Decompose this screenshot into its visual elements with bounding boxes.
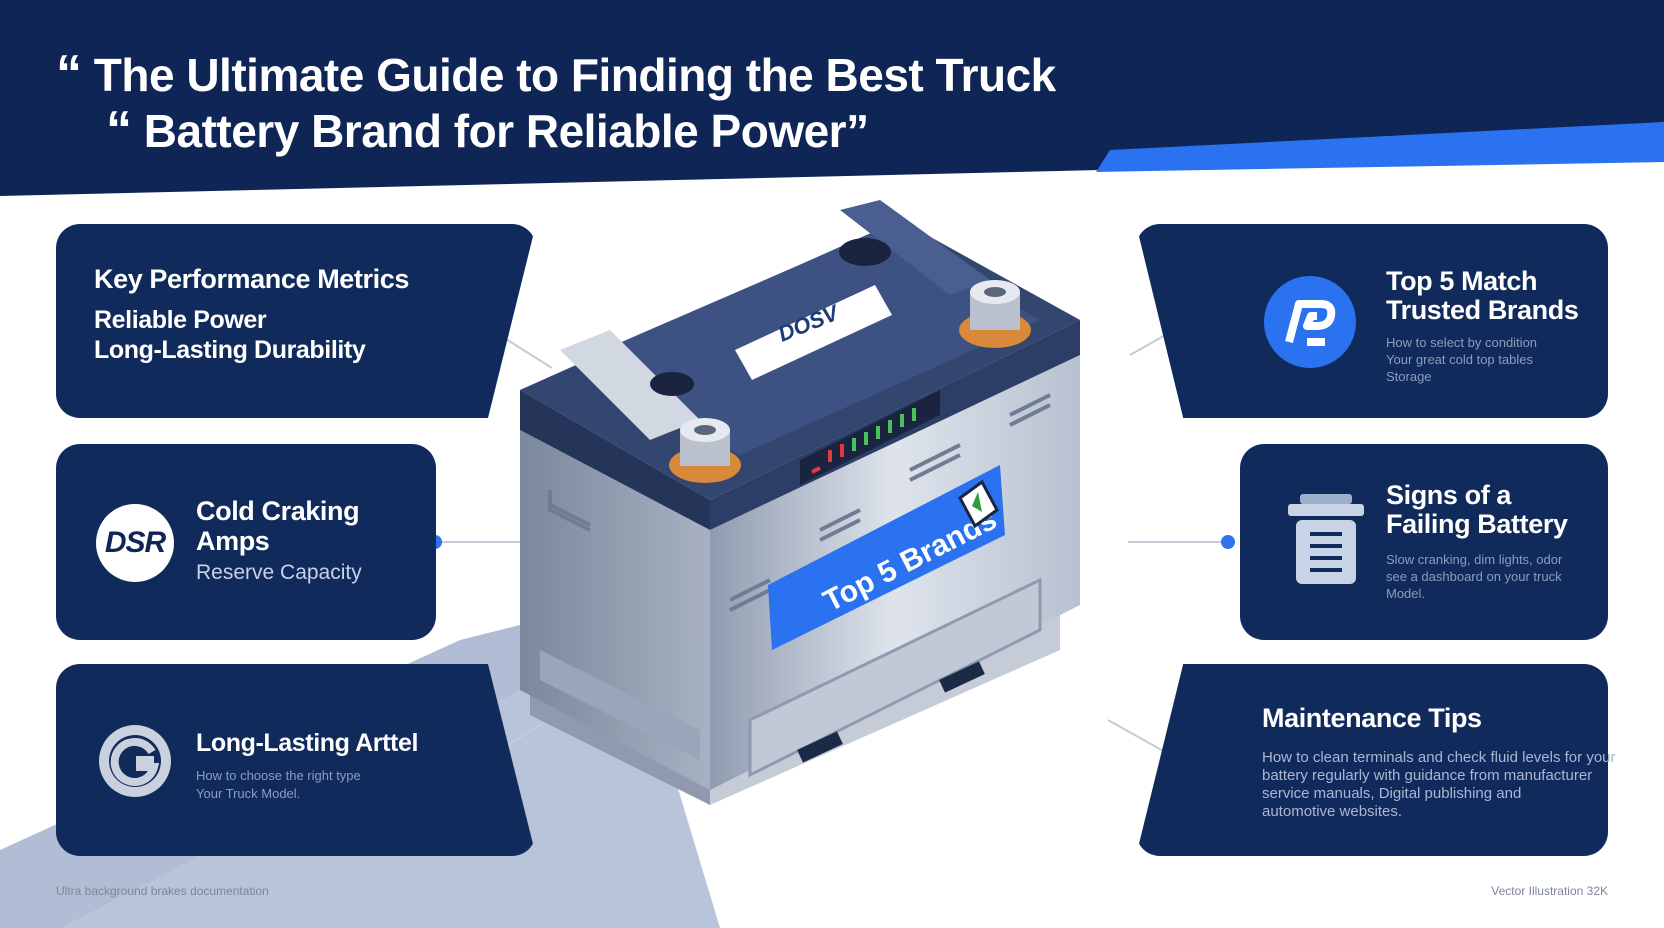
battery-document-icon [1288,494,1364,584]
card-description: Model. [1386,586,1426,601]
open-quote: “ [106,101,132,159]
card-subtitle: Reserve Capacity [196,561,362,584]
open-quote: “ [56,45,82,103]
card-description: How to clean terminals and check fluid l… [1262,749,1616,766]
card-description: Slow cranking, dim lights, odor [1386,552,1563,567]
card-top-5-brands [1136,224,1608,418]
card-line: Long-Lasting Durability [94,336,366,364]
title-text-1: The Ultimate Guide to Finding the Best T… [93,49,1056,101]
card-line: Reliable Power [94,306,267,334]
footer-right-text: Vector Illustration 32K [1491,884,1608,898]
page-title-line-2: “ Battery Brand for Reliable Power” [106,104,869,156]
cycle-logo-icon [99,725,171,797]
logo-text: DSR [104,526,166,559]
card-heading: Trusted Brands [1386,295,1579,325]
card-description: How to select by condition [1386,335,1538,350]
card-heading: Signs of a [1386,480,1512,510]
card-description: battery regularly with guidance from man… [1262,767,1593,784]
card-description: Your great cold top tables [1386,352,1533,367]
card-heading: Maintenance Tips [1262,703,1482,733]
card-key-performance-metrics [56,224,536,418]
card-description: see a dashboard on your truck [1386,569,1562,584]
card-description: Storage [1386,369,1432,384]
card-heading: Long-Lasting Arttel [196,729,419,757]
card-description: How to choose the right type [196,768,361,783]
card-heading: Failing Battery [1386,509,1568,539]
dsr-logo-icon: DSR [96,504,174,582]
battery-illustration: DOSV Top 5 Brands [520,200,1080,805]
title-text-2: Battery Brand for Reliable Power” [143,105,869,157]
card-description: automotive websites. [1262,803,1403,820]
card-heading: Top 5 Match [1386,266,1538,296]
brand-logo-icon [1264,276,1356,368]
footer-left-text: Ultra background brakes documentation [56,884,269,898]
card-heading: Cold Craking [196,496,360,526]
card-description: service manuals, Digital publishing and [1262,785,1522,802]
card-heading: Amps [196,526,270,556]
card-heading: Key Performance Metrics [94,264,409,294]
card-description: Your Truck Model. [196,786,301,801]
page-title-line-1: “ The Ultimate Guide to Finding the Best… [56,48,1056,100]
top-5-brands-badge [768,465,1005,650]
card-maintenance-tips [1136,664,1608,856]
